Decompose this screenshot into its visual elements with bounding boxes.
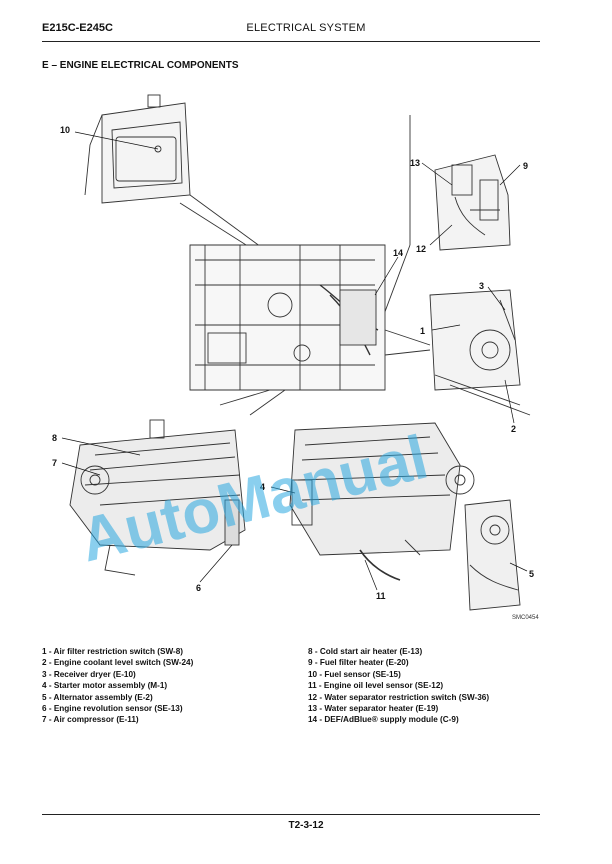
figure-code: SMC0454 <box>512 615 539 621</box>
legend-item: 13 - Water separator heater (E-19) <box>308 704 439 714</box>
alternator-detail <box>464 499 521 611</box>
header-divider <box>42 41 540 42</box>
callout-1: 1 <box>420 326 425 336</box>
callout-14: 14 <box>393 248 403 258</box>
legend-left-column: 1 - Air filter restriction switch (SW-8)… <box>42 646 193 726</box>
legend-item: 6 - Engine revolution sensor (SE-13) <box>42 704 183 714</box>
callout-3: 3 <box>479 281 484 291</box>
callout-leaders <box>61 131 528 591</box>
fuel-tank-drawing <box>84 94 191 204</box>
header-section: ELECTRICAL SYSTEM <box>246 22 366 34</box>
callout-12: 12 <box>416 244 426 254</box>
legend-item: 5 - Alternator assembly (E-2) <box>42 692 153 702</box>
engine-components-figure: 10 13 9 12 14 3 1 2 8 7 4 6 11 5 SMC0454… <box>40 85 560 630</box>
callout-6: 6 <box>196 583 201 593</box>
legend-item: 10 - Fuel sensor (SE-15) <box>308 669 401 679</box>
callout-5: 5 <box>529 569 534 579</box>
legend-item: 2 - Engine coolant level switch (SW-24) <box>42 658 194 668</box>
callout-7: 7 <box>52 458 57 468</box>
footer-divider <box>42 814 540 815</box>
left-engine-drawing <box>69 419 246 576</box>
center-engine-drawing <box>289 422 475 581</box>
fuel-filter-detail <box>434 154 511 251</box>
header-model: E215C-E245C <box>42 22 113 34</box>
legend-item: 1 - Air filter restriction switch (SW-8) <box>42 647 184 656</box>
legend-right-column: 8 - Cold start air heater (E-13) 9 - Fue… <box>308 646 489 726</box>
legend-item: 9 - Fuel filter heater (E-20) <box>308 658 409 668</box>
section-title: E – ENGINE ELECTRICAL COMPONENTS <box>42 60 239 71</box>
callout-8: 8 <box>52 433 57 443</box>
upper-frame-drawing <box>189 244 386 391</box>
legend-item: 12 - Water separator restriction switch … <box>308 692 490 702</box>
callout-2: 2 <box>511 424 516 434</box>
legend-item: 4 - Starter motor assembly (M-1) <box>42 681 168 691</box>
callout-9: 9 <box>523 161 528 171</box>
callout-11: 11 <box>376 591 386 601</box>
callout-10: 10 <box>60 125 70 135</box>
callout-13: 13 <box>410 158 420 168</box>
legend-item: 8 - Cold start air heater (E-13) <box>308 647 423 656</box>
engine-illustration: 10 13 9 12 14 3 1 2 8 7 4 6 11 5 SMC0454… <box>52 94 539 621</box>
legend-item: 3 - Receiver dryer (E-10) <box>42 669 136 679</box>
legend-item: 14 - DEF/AdBlue® supply module (C-9) <box>308 715 459 725</box>
callout-4: 4 <box>260 482 265 492</box>
receiver-dryer-detail <box>429 289 531 416</box>
legend-item: 7 - Air compressor (E-11) <box>42 715 139 725</box>
legend-item: 11 - Engine oil level sensor (SE-12) <box>308 681 444 691</box>
page-number: T2-3-12 <box>288 820 324 831</box>
